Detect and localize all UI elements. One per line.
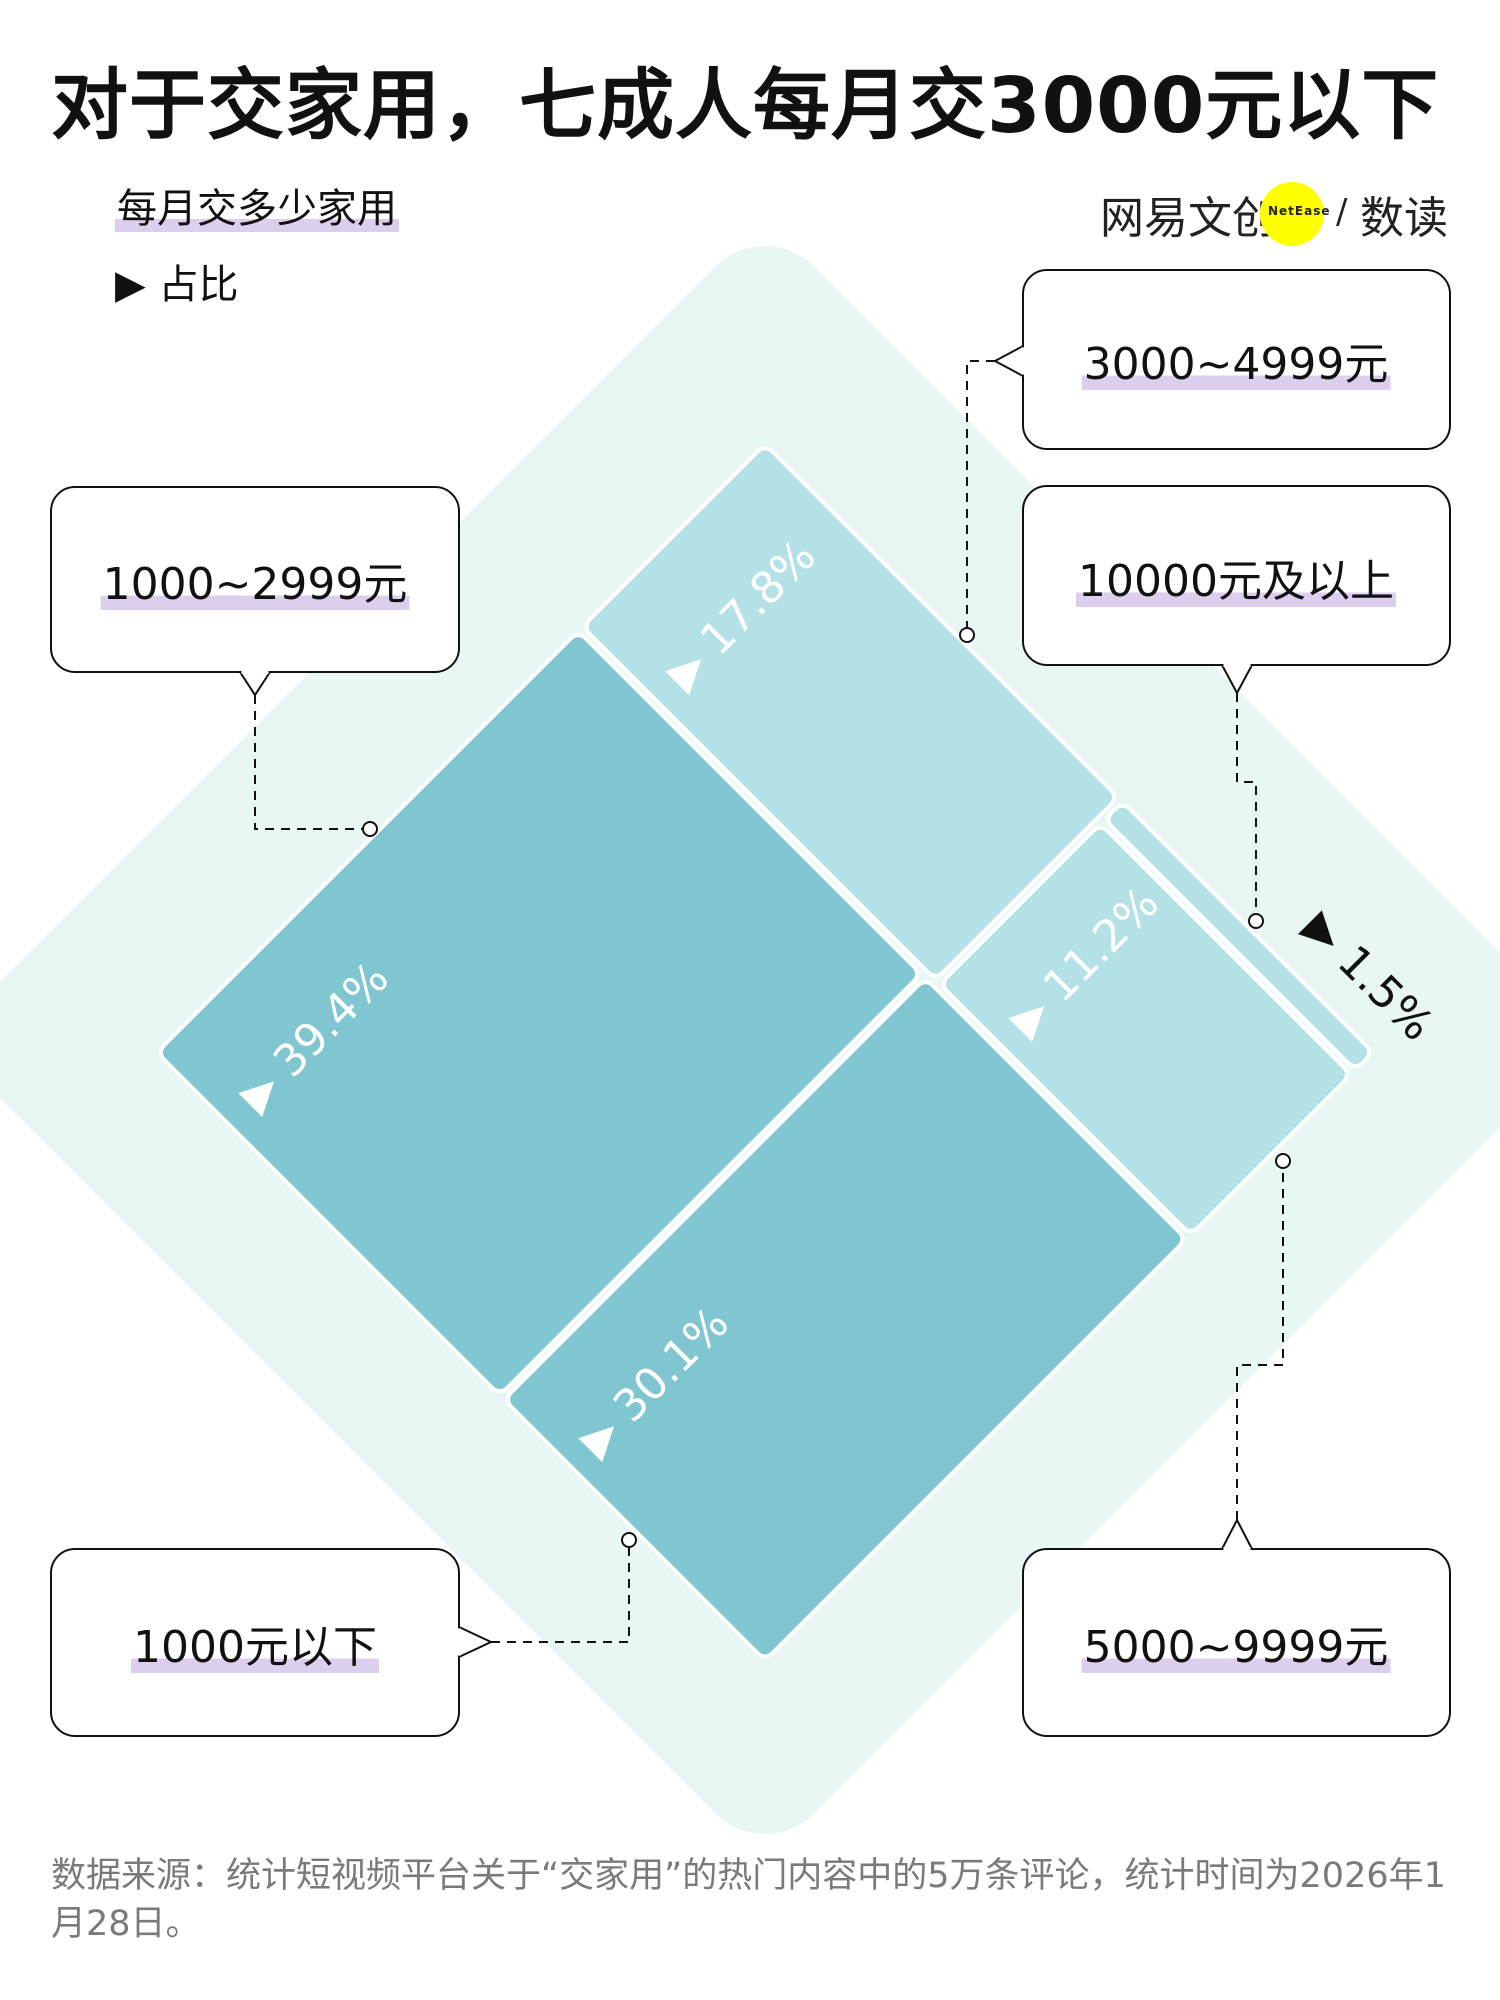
category-label: 3000~4999元 bbox=[1081, 339, 1391, 390]
callout-tail bbox=[458, 1626, 494, 1658]
logo-column: 数读 bbox=[1360, 193, 1448, 244]
callout-tail bbox=[1221, 1517, 1253, 1550]
brand-logo: 网易文创 NetEase / 数读 bbox=[1100, 180, 1460, 250]
callout-label-10000-plus: 10000元及以上 bbox=[1076, 545, 1396, 609]
category-label: 1000元以下 bbox=[131, 1622, 379, 1673]
callout-label-3000-4999: 3000~4999元 bbox=[1081, 328, 1391, 392]
callout-tail bbox=[239, 671, 271, 697]
leader-line bbox=[1236, 1161, 1284, 1520]
logo-separator: / bbox=[1336, 192, 1348, 232]
callout-tail bbox=[992, 345, 1024, 377]
treemap-cell-10000-plus bbox=[1106, 803, 1371, 1069]
logo-en: NetEase bbox=[1268, 204, 1331, 218]
logo-brand: 网易文创 bbox=[1100, 193, 1276, 244]
leader-line bbox=[1236, 693, 1257, 921]
treemap-cell-3000-4999 bbox=[584, 446, 1116, 978]
leader-line bbox=[966, 360, 995, 635]
leader-line bbox=[254, 695, 370, 830]
leader-endpoint bbox=[1275, 1153, 1291, 1169]
leader-endpoint bbox=[1248, 913, 1264, 929]
leader-endpoint bbox=[362, 821, 378, 837]
chart-subtitle-text: 每月交多少家用 bbox=[115, 186, 399, 232]
measure-label: ▶ 占比 bbox=[115, 262, 239, 308]
source-note: 数据来源：统计短视频平台关于“交家用”的热门内容中的5万条评论，统计时间为202… bbox=[51, 1856, 1446, 1944]
chart-subtitle: 每月交多少家用 bbox=[115, 176, 399, 234]
callout-label-1000-2999: 1000~2999元 bbox=[100, 548, 410, 612]
page-title: 对于交家用，七成人每月交3000元以下 bbox=[51, 62, 1440, 151]
treemap-cell-below-1000 bbox=[506, 980, 1185, 1659]
category-label: 5000~9999元 bbox=[1081, 1622, 1391, 1673]
treemap-cell-5000-9999 bbox=[941, 825, 1349, 1233]
callout-label-5000-9999: 5000~9999元 bbox=[1081, 1611, 1391, 1675]
treemap-group bbox=[159, 446, 1371, 1659]
logo-yellow-dot bbox=[1260, 182, 1324, 246]
callout-label-below-1000: 1000元以下 bbox=[131, 1611, 379, 1675]
treemap-cell-1000-2999 bbox=[159, 633, 919, 1394]
leader-endpoint bbox=[959, 627, 975, 643]
leader-endpoint bbox=[621, 1532, 637, 1548]
category-label: 10000元及以上 bbox=[1076, 556, 1396, 607]
category-label: 1000~2999元 bbox=[100, 559, 410, 610]
